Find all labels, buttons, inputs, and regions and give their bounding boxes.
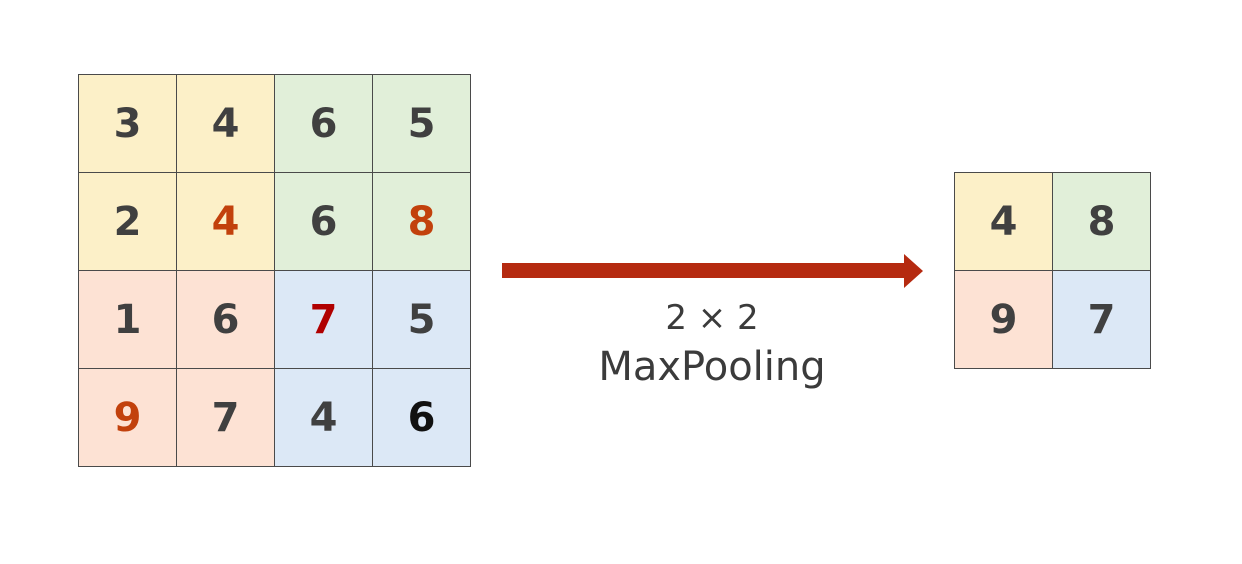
- input-cell: 8: [373, 173, 471, 271]
- output-cell: 8: [1053, 173, 1151, 271]
- output-cell: 4: [955, 173, 1053, 271]
- input-cell: 1: [79, 271, 177, 369]
- input-cell: 6: [275, 173, 373, 271]
- input-cell: 6: [373, 369, 471, 467]
- input-cell: 3: [79, 75, 177, 173]
- input-cell: 4: [177, 173, 275, 271]
- input-cell: 5: [373, 271, 471, 369]
- arrow-head: [904, 254, 923, 288]
- input-cell: 6: [275, 75, 373, 173]
- output-cell: 7: [1053, 271, 1151, 369]
- input-cell: 2: [79, 173, 177, 271]
- input-cell: 5: [373, 75, 471, 173]
- arrow-shaft: [502, 263, 906, 278]
- arrow-right-icon: [502, 254, 923, 288]
- input-cell: 4: [275, 369, 373, 467]
- input-cell: 7: [177, 369, 275, 467]
- input-cell: 6: [177, 271, 275, 369]
- input-cell: 9: [79, 369, 177, 467]
- output-cell: 9: [955, 271, 1053, 369]
- pool-size-label: 2 × 2: [665, 298, 759, 338]
- input-cell: 7: [275, 271, 373, 369]
- input-cell: 4: [177, 75, 275, 173]
- operation-name-label: MaxPooling: [598, 344, 826, 390]
